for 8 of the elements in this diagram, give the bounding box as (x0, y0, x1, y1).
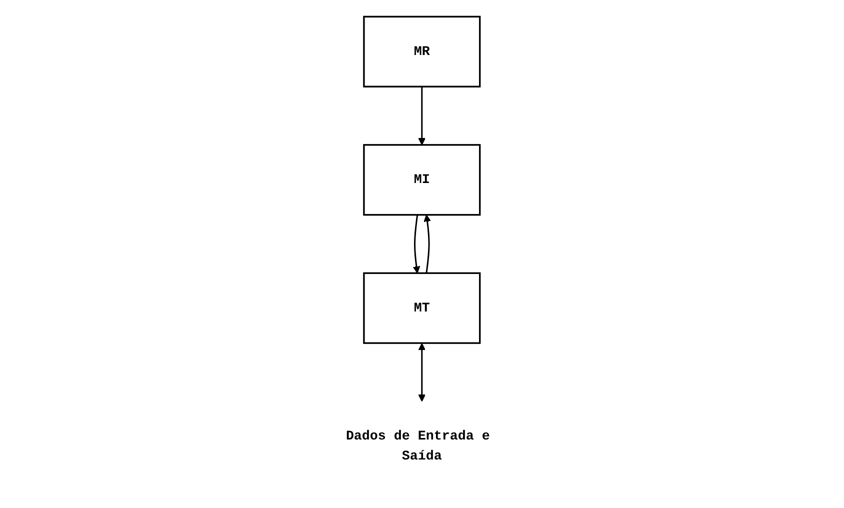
arrow (424, 214, 432, 274)
arrow (412, 214, 420, 274)
arrow (418, 343, 426, 402)
node-box: MR (363, 16, 481, 88)
node-box: MT (363, 272, 481, 344)
node-box: MI (363, 144, 481, 216)
node-text: Dados de Entrada e Saída (346, 428, 490, 464)
arrow (418, 86, 426, 146)
